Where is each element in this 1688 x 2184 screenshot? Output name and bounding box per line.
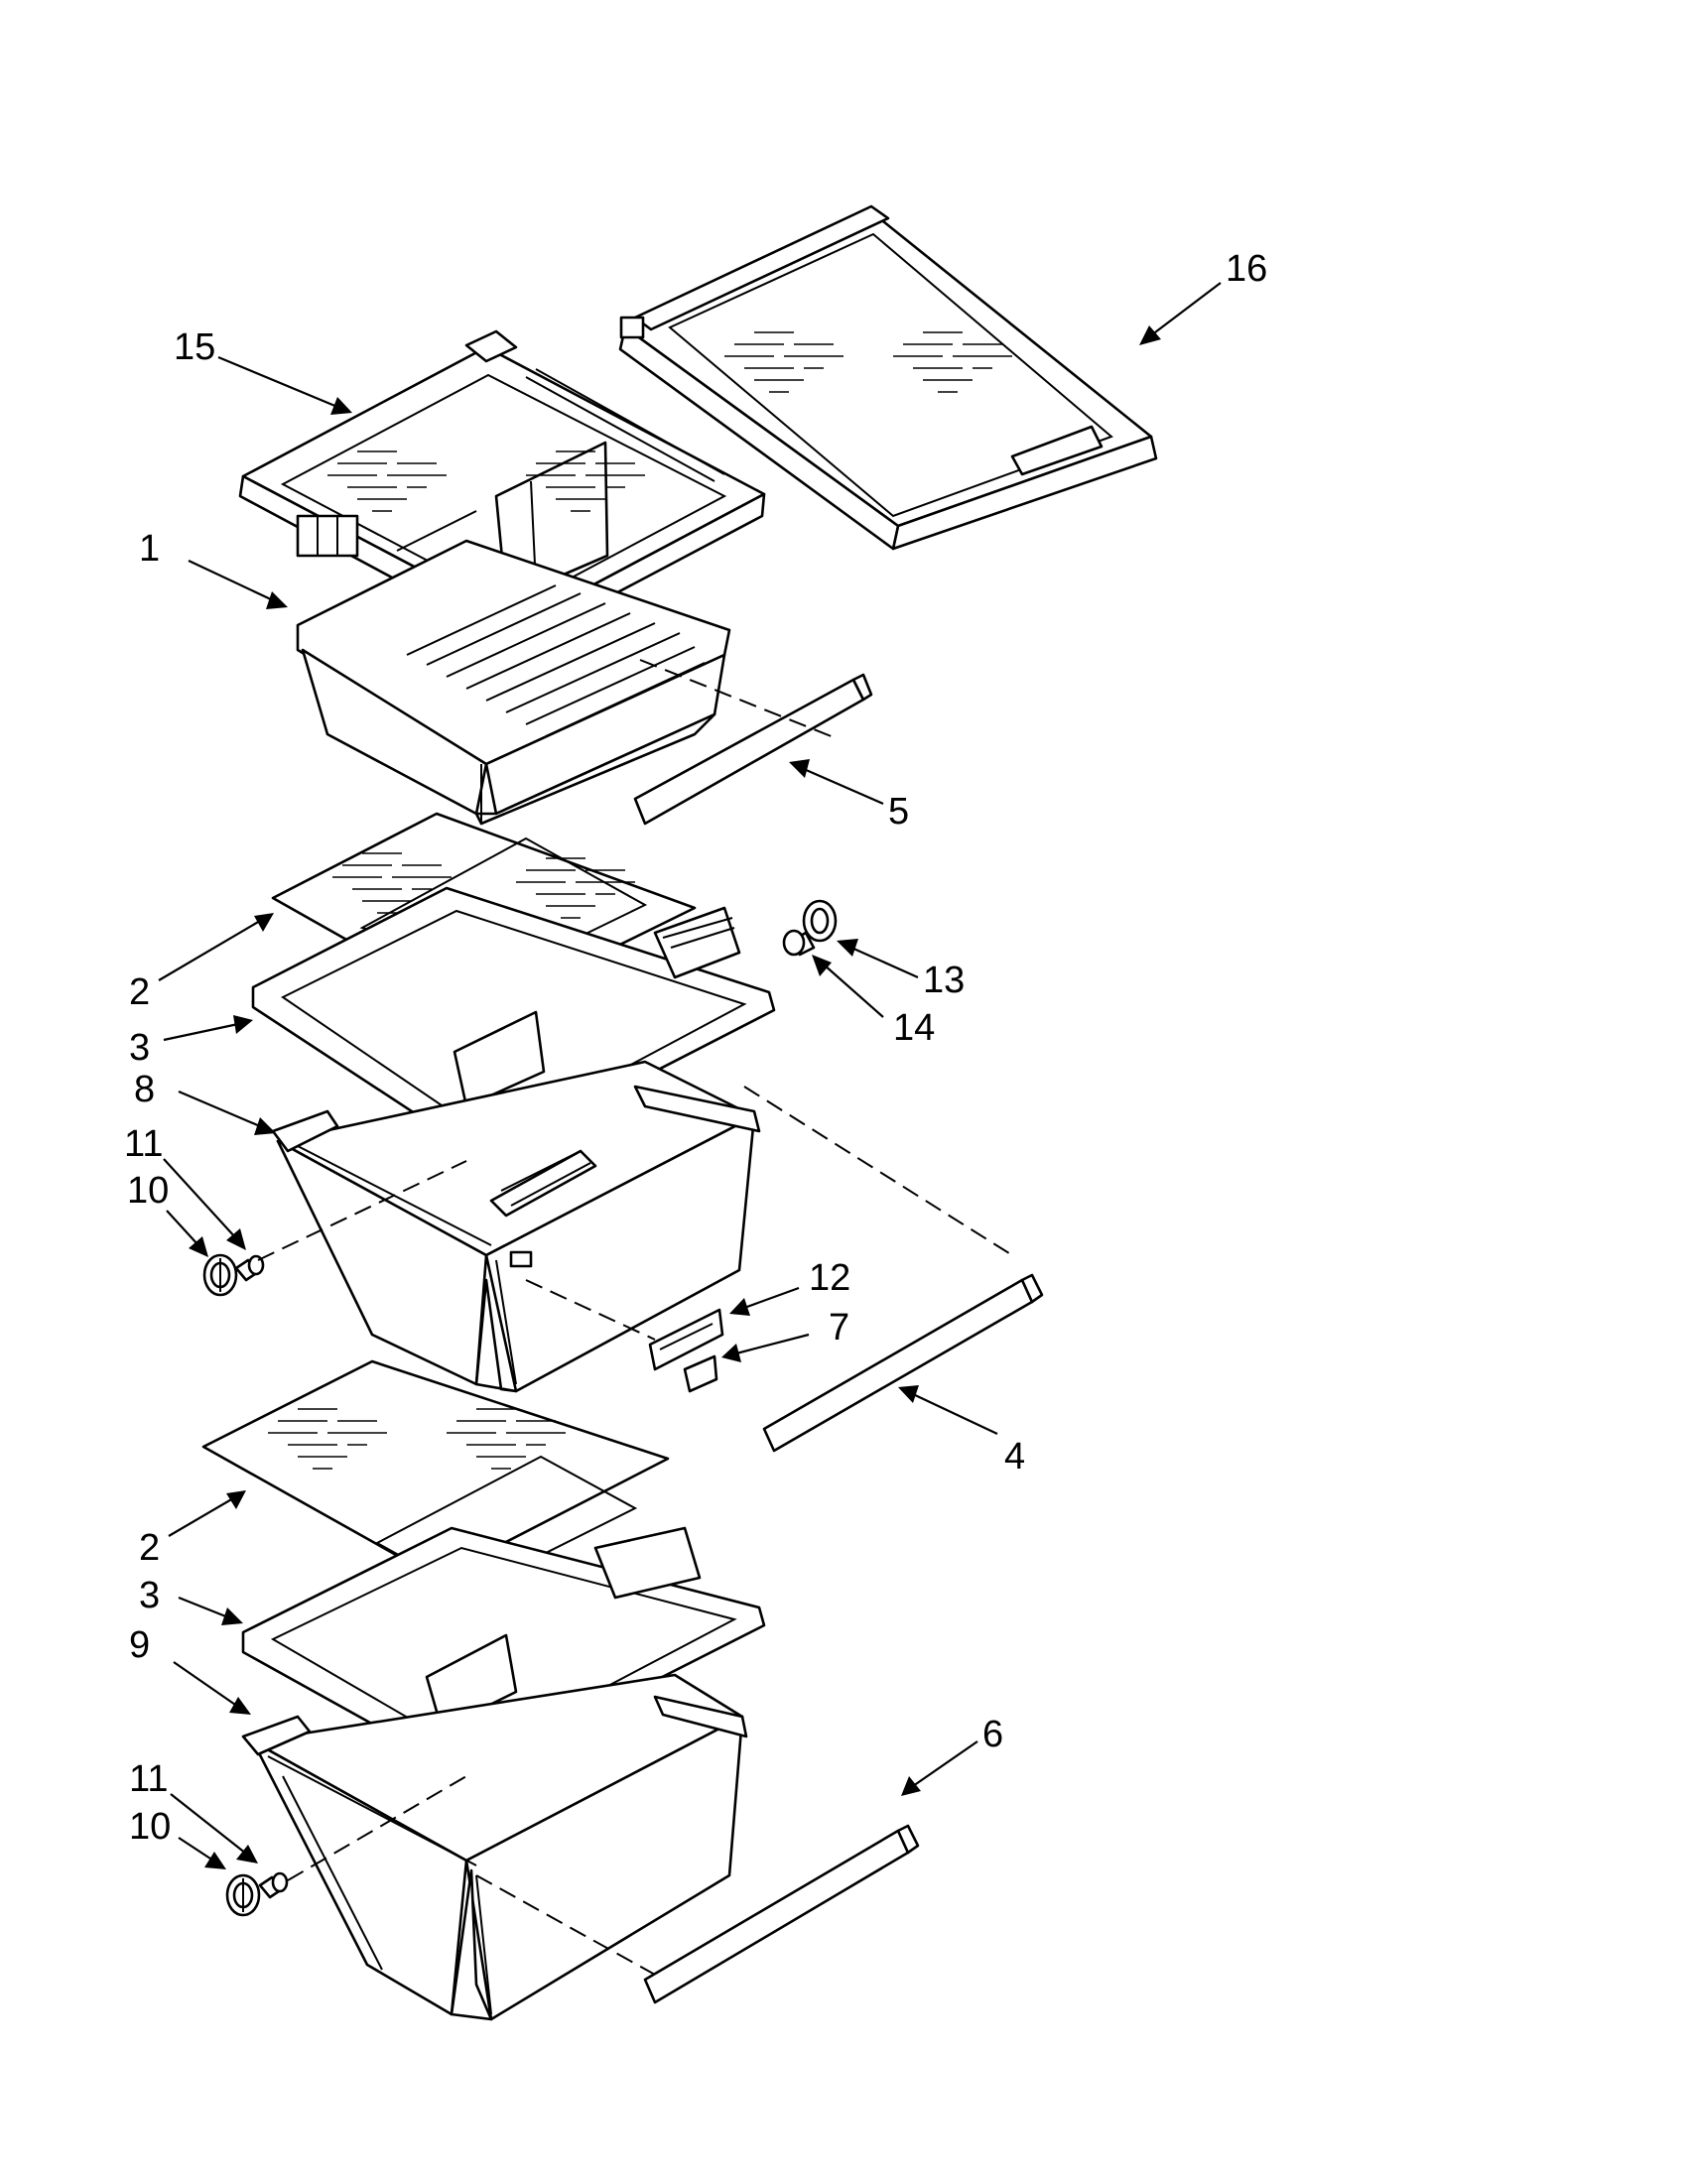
callout-10-lower: 10 [129,1806,171,1848]
callout-7: 7 [829,1307,849,1349]
callout-labels: 15 16 1 5 2 3 13 14 8 11 10 12 7 4 2 3 9… [124,248,1267,1848]
callout-1: 1 [139,528,160,570]
callout-11-upper: 11 [124,1123,163,1165]
callout-8: 8 [134,1069,155,1110]
knob-part-11-upper [234,1254,265,1282]
callout-15: 15 [174,326,215,368]
leader-lines [158,282,1222,1869]
callout-2-upper: 2 [129,971,150,1013]
callout-11-lower: 11 [129,1758,168,1800]
knob-part-10-lower [225,1873,261,1917]
shelf-part-16 [618,204,1158,551]
frame-part-3-upper [251,886,776,1161]
crisper-drawer-part-9 [241,1673,748,2021]
callout-3-lower: 3 [139,1575,160,1616]
slider-part-7 [683,1354,718,1393]
slider-part-12 [648,1308,724,1371]
callout-4: 4 [1004,1436,1025,1477]
rail-part-6 [643,1824,920,2004]
rail-part-4 [762,1273,1044,1453]
screw-part-14 [782,929,816,957]
knob-part-13 [802,899,838,943]
callout-5: 5 [888,791,909,833]
rail-part-5 [633,673,873,826]
callout-12: 12 [809,1257,850,1299]
knob-part-11-lower [258,1871,289,1899]
callout-16: 16 [1226,248,1267,290]
callout-9: 9 [129,1624,150,1666]
callout-10-upper: 10 [127,1170,169,1212]
callout-13: 13 [923,960,965,1001]
callout-3-upper: 3 [129,1027,150,1069]
frame-part-3-lower [241,1526,766,1778]
callout-14: 14 [893,1007,935,1049]
knob-part-10-upper [202,1253,238,1297]
pan-part-1 [296,539,731,826]
callout-2-lower: 2 [139,1527,160,1569]
crisper-drawer-part-8 [271,1060,761,1393]
callout-6: 6 [982,1714,1003,1755]
